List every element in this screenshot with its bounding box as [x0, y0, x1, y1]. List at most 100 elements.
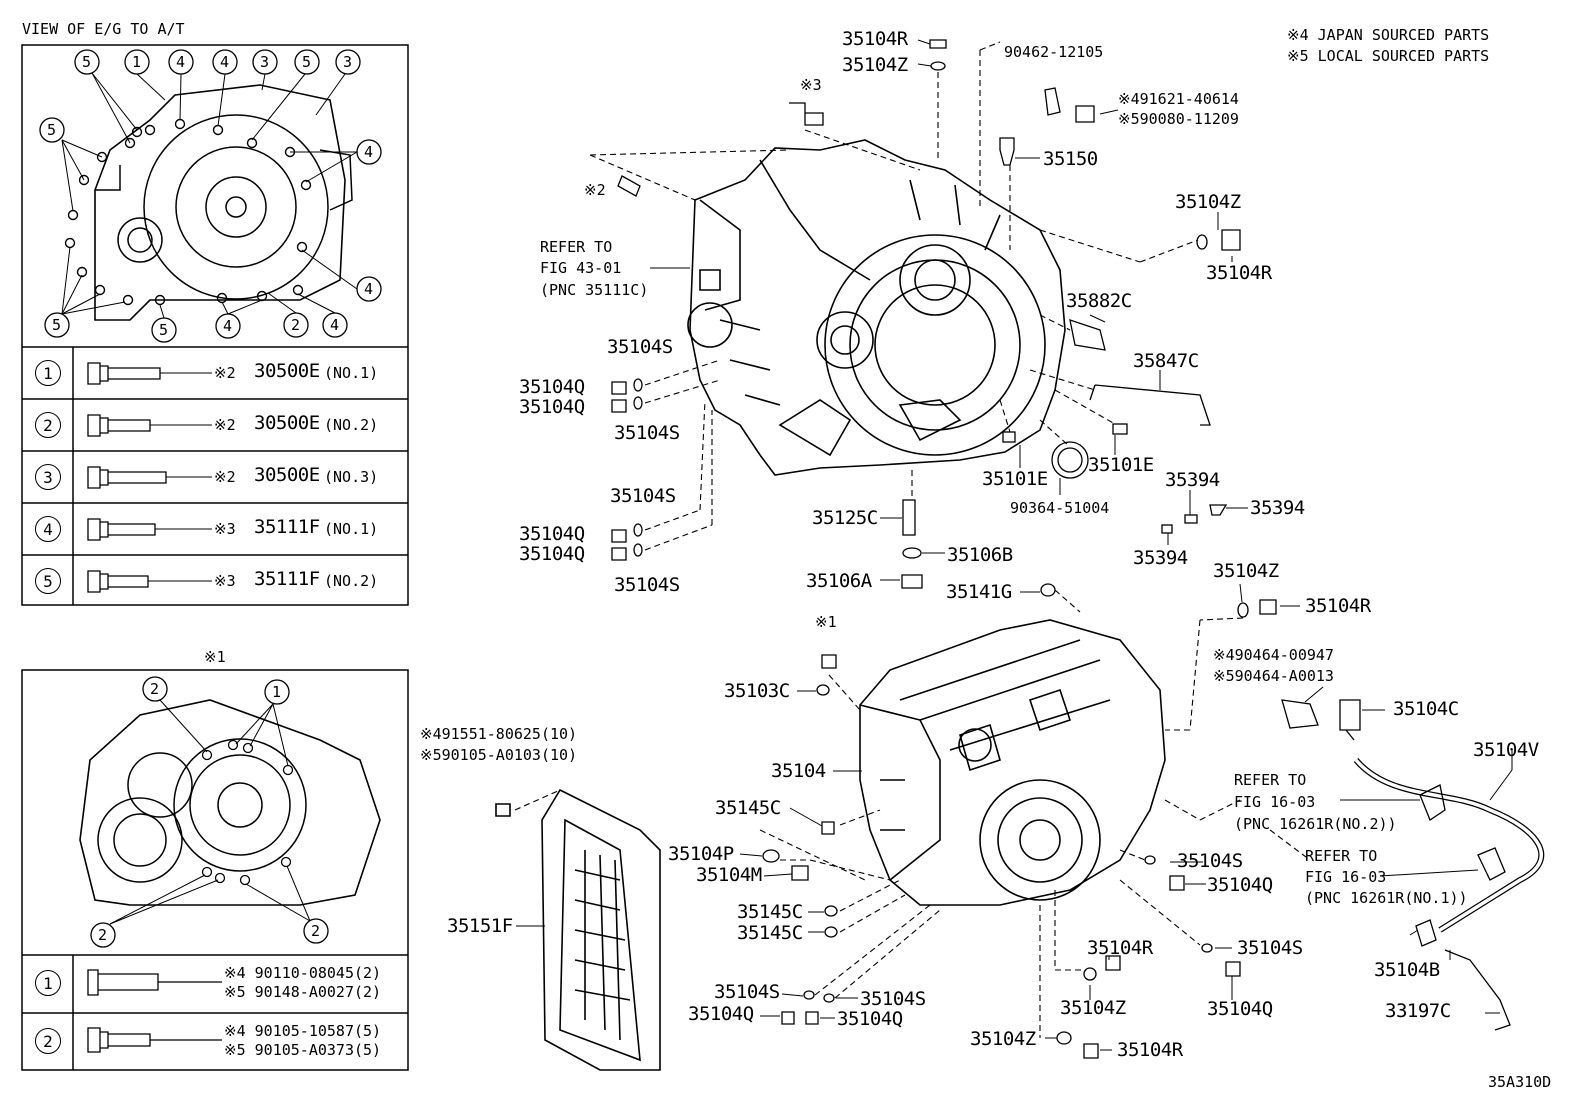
part-label[interactable]: 35104Z	[1213, 560, 1279, 582]
local-sourced-note: ※5 LOCAL SOURCED PARTS	[1287, 47, 1490, 65]
callout-num: 2	[150, 680, 160, 698]
part-label[interactable]: 35882C	[1066, 290, 1132, 312]
part-label[interactable]: 35104Q	[1207, 874, 1273, 896]
part-label[interactable]: 35104Q	[837, 1008, 903, 1030]
part-label[interactable]: 35104M	[696, 864, 762, 886]
row-part-number[interactable]: 35111F	[254, 568, 320, 590]
refer-text[interactable]: REFER TO	[540, 238, 613, 256]
row-suffix: (NO.3)	[324, 468, 379, 486]
refer-text[interactable]: FIG 16-03	[1305, 868, 1387, 886]
row-mark: ※2	[214, 416, 236, 434]
part-label[interactable]: 35145C	[737, 901, 803, 923]
row-part-number[interactable]: 30500E	[254, 464, 320, 486]
row-number-icon: 5	[35, 568, 61, 594]
part-label[interactable]: 35847C	[1133, 350, 1199, 372]
part-label[interactable]: 35104P	[668, 843, 734, 865]
part-label[interactable]: 35141G	[946, 581, 1012, 603]
note1-part-line[interactable]: ※5 90105-A0373(5)	[224, 1041, 382, 1059]
part-label[interactable]: ※590080-11209	[1118, 110, 1239, 128]
part-label[interactable]: 35101E	[1088, 454, 1154, 476]
part-label[interactable]: 35104S	[1237, 937, 1303, 959]
note1-part-line[interactable]: ※4 90105-10587(5)	[224, 1022, 382, 1040]
note1-panel-frame	[21, 669, 409, 1071]
figure-code: 35A310D	[1488, 1073, 1552, 1091]
part-label[interactable]: ※491551-80625(10)	[420, 725, 578, 743]
row-mark: ※3	[214, 520, 236, 538]
part-label[interactable]: 35104S	[614, 574, 680, 596]
part-label[interactable]: 35104C	[1393, 698, 1459, 720]
part-label[interactable]: 35104B	[1374, 959, 1440, 981]
part-label[interactable]: 35104V	[1473, 739, 1539, 761]
part-label[interactable]: 35104Z	[842, 54, 908, 76]
callout-num: 1	[132, 53, 142, 71]
refer-text[interactable]: (PNC 16261R(NO.2))	[1234, 815, 1397, 833]
part-label[interactable]: 35104Z	[970, 1028, 1036, 1050]
part-label[interactable]: 33197C	[1385, 1000, 1451, 1022]
part-label[interactable]: 35104R	[1087, 937, 1153, 959]
part-label[interactable]: 35104S	[860, 988, 926, 1010]
part-label[interactable]: 35104S	[607, 336, 673, 358]
refer-text[interactable]: FIG 16-03	[1234, 793, 1316, 811]
part-label[interactable]: 35104Q	[519, 523, 585, 545]
part-label[interactable]: 35104Z	[1175, 191, 1241, 213]
part-label[interactable]: 35101E	[982, 468, 1048, 490]
row-suffix: (NO.2)	[324, 572, 379, 590]
part-label[interactable]: 35151F	[447, 915, 513, 937]
callout-num: 4	[220, 53, 230, 71]
part-label[interactable]: 35104R	[842, 28, 908, 50]
part-label[interactable]: 35104S	[714, 981, 780, 1003]
part-label[interactable]: 35104S	[614, 422, 680, 444]
note1-part-line[interactable]: ※4 90110-08045(2)	[224, 964, 382, 982]
part-label[interactable]: 35104Q	[519, 543, 585, 565]
part-label[interactable]: 35150	[1043, 148, 1098, 170]
part-label[interactable]: 35104	[771, 760, 826, 782]
part-label[interactable]: 35104R	[1305, 595, 1371, 617]
part-label[interactable]: 35104R	[1117, 1039, 1183, 1061]
refer-text[interactable]: REFER TO	[1305, 847, 1378, 865]
part-label[interactable]: ※590105-A0103(10)	[420, 746, 578, 764]
part-label[interactable]: 35394	[1165, 469, 1220, 491]
row-part-number[interactable]: 30500E	[254, 360, 320, 382]
part-label[interactable]: 35103C	[724, 680, 790, 702]
part-label[interactable]: 35145C	[737, 922, 803, 944]
part-label[interactable]: ※490464-00947	[1213, 646, 1334, 664]
part-label[interactable]: 35104R	[1206, 262, 1272, 284]
part-label[interactable]: 35104S	[610, 485, 676, 507]
callout-num: 4	[364, 280, 374, 298]
row-number-icon: 2	[35, 1028, 61, 1054]
part-label[interactable]: 35394	[1250, 497, 1305, 519]
part-label[interactable]: ※491621-40614	[1118, 90, 1239, 108]
part-label[interactable]: 35104Q	[519, 396, 585, 418]
part-label[interactable]: 35106A	[806, 570, 872, 592]
part-label[interactable]: 35145C	[715, 797, 781, 819]
row-part-number[interactable]: 35111F	[254, 516, 320, 538]
part-label[interactable]: 35104Q	[519, 376, 585, 398]
refer-text[interactable]: FIG 43-01	[540, 259, 622, 277]
callout-num: 5	[302, 53, 312, 71]
part-label[interactable]: 35104Q	[688, 1003, 754, 1025]
part-label[interactable]: ※590464-A0013	[1213, 667, 1334, 685]
callout-num: 4	[330, 316, 340, 334]
refer-text[interactable]: (PNC 16261R(NO.1))	[1305, 889, 1468, 907]
row-number-icon: 4	[35, 516, 61, 542]
row-suffix: (NO.1)	[324, 520, 379, 538]
row-part-number[interactable]: 30500E	[254, 412, 320, 434]
note-mark: ※3	[800, 76, 822, 94]
callout-num: 1	[272, 683, 282, 701]
refer-text[interactable]: (PNC 35111C)	[540, 281, 649, 299]
row-mark: ※3	[214, 572, 236, 590]
part-label[interactable]: 35106B	[947, 544, 1013, 566]
note-mark: ※2	[584, 181, 606, 199]
part-label[interactable]: 35125C	[812, 507, 878, 529]
note1-part-line[interactable]: ※5 90148-A0027(2)	[224, 983, 382, 1001]
part-label[interactable]: 35104S	[1177, 850, 1243, 872]
part-label[interactable]: 35394	[1133, 547, 1188, 569]
callout-num: 5	[159, 321, 169, 339]
part-label[interactable]: 90364-51004	[1010, 499, 1110, 517]
part-label[interactable]: 90462-12105	[1004, 43, 1104, 61]
japan-sourced-note: ※4 JAPAN SOURCED PARTS	[1287, 26, 1490, 44]
row-number-icon: 2	[35, 412, 61, 438]
refer-text[interactable]: REFER TO	[1234, 771, 1307, 789]
part-label[interactable]: 35104Q	[1207, 998, 1273, 1020]
part-label[interactable]: 35104Z	[1060, 997, 1126, 1019]
